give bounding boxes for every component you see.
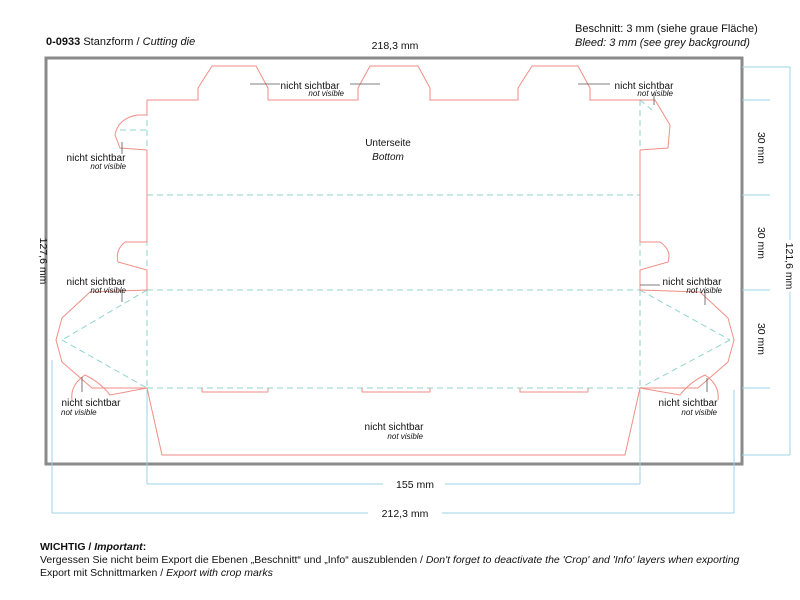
not-visible-label: nicht sichtbar: [659, 398, 719, 409]
cut-lines: [55, 65, 735, 456]
dim-outer-width: 212,3 mm: [382, 508, 429, 520]
not-visible-label: nicht sichtbar: [663, 277, 723, 288]
dim-right-height: 121,6 mm: [783, 243, 795, 290]
bleed-frame: [44, 56, 744, 466]
not-visible-label: nicht sichtbar: [281, 81, 341, 92]
not-visible-label: nicht sichtbar: [67, 153, 127, 164]
bleed-info-en: Bleed: 3 mm (see grey background): [575, 37, 750, 49]
not-visible-sublabel: not visible: [90, 286, 126, 295]
important-heading-en: Important: [94, 541, 143, 553]
important-note: WICHTIG / Important: Vergessen Sie nicht…: [40, 541, 740, 579]
not-visible-label: nicht sichtbar: [615, 81, 675, 92]
die-title: 0-0933 Stanzform / Cutting die: [46, 36, 196, 48]
dimension-lines: [51, 66, 791, 514]
panel-label-en: Bottom: [372, 152, 404, 163]
die-code: 0-0933: [46, 36, 81, 48]
not-visible-sublabel: not visible: [637, 89, 673, 98]
note-line2-de: Export mit Schnittmarken: [40, 567, 158, 579]
not-visible-sublabel: not visible: [387, 432, 423, 441]
panel-label-de: Unterseite: [365, 138, 411, 149]
note-line1-en: Don't forget to deactivate the 'Crop' an…: [425, 554, 740, 566]
note-line1-de: Vergessen Sie nicht beim Export die Eben…: [40, 554, 418, 566]
dim-seg-2: 30 mm: [755, 227, 767, 259]
leader-lines: [81, 83, 708, 392]
die-title-de: Stanzform: [83, 36, 134, 48]
dim-seg-3: 30 mm: [755, 323, 767, 355]
bleed-info: Beschnitt: 3 mm (siehe graue Fläche) Ble…: [575, 22, 758, 50]
dim-seg-1: 30 mm: [755, 132, 767, 164]
not-visible-sublabel: not visible: [681, 408, 717, 417]
not-visible-label: nicht sichtbar: [67, 277, 127, 288]
not-visible-sublabel: not visible: [308, 89, 344, 98]
not-visible-label: nicht sichtbar: [62, 398, 122, 409]
fold-lines: [61, 99, 731, 389]
dim-top-width: 218,3 mm: [372, 40, 419, 52]
important-heading-de: WICHTIG: [40, 541, 86, 553]
dim-inner-width: 155 mm: [396, 479, 434, 491]
not-visible-sublabel: not visible: [90, 162, 126, 171]
note-line2-en: Export with crop marks: [166, 567, 273, 579]
not-visible-sublabel: not visible: [686, 286, 722, 295]
bleed-info-de: Beschnitt: 3 mm (siehe graue Fläche): [575, 23, 758, 35]
dim-left-height: 127,6 mm: [37, 238, 49, 285]
not-visible-sublabel: not visible: [61, 408, 97, 417]
not-visible-label: nicht sichtbar: [365, 422, 425, 433]
die-title-en: Cutting die: [142, 36, 196, 48]
